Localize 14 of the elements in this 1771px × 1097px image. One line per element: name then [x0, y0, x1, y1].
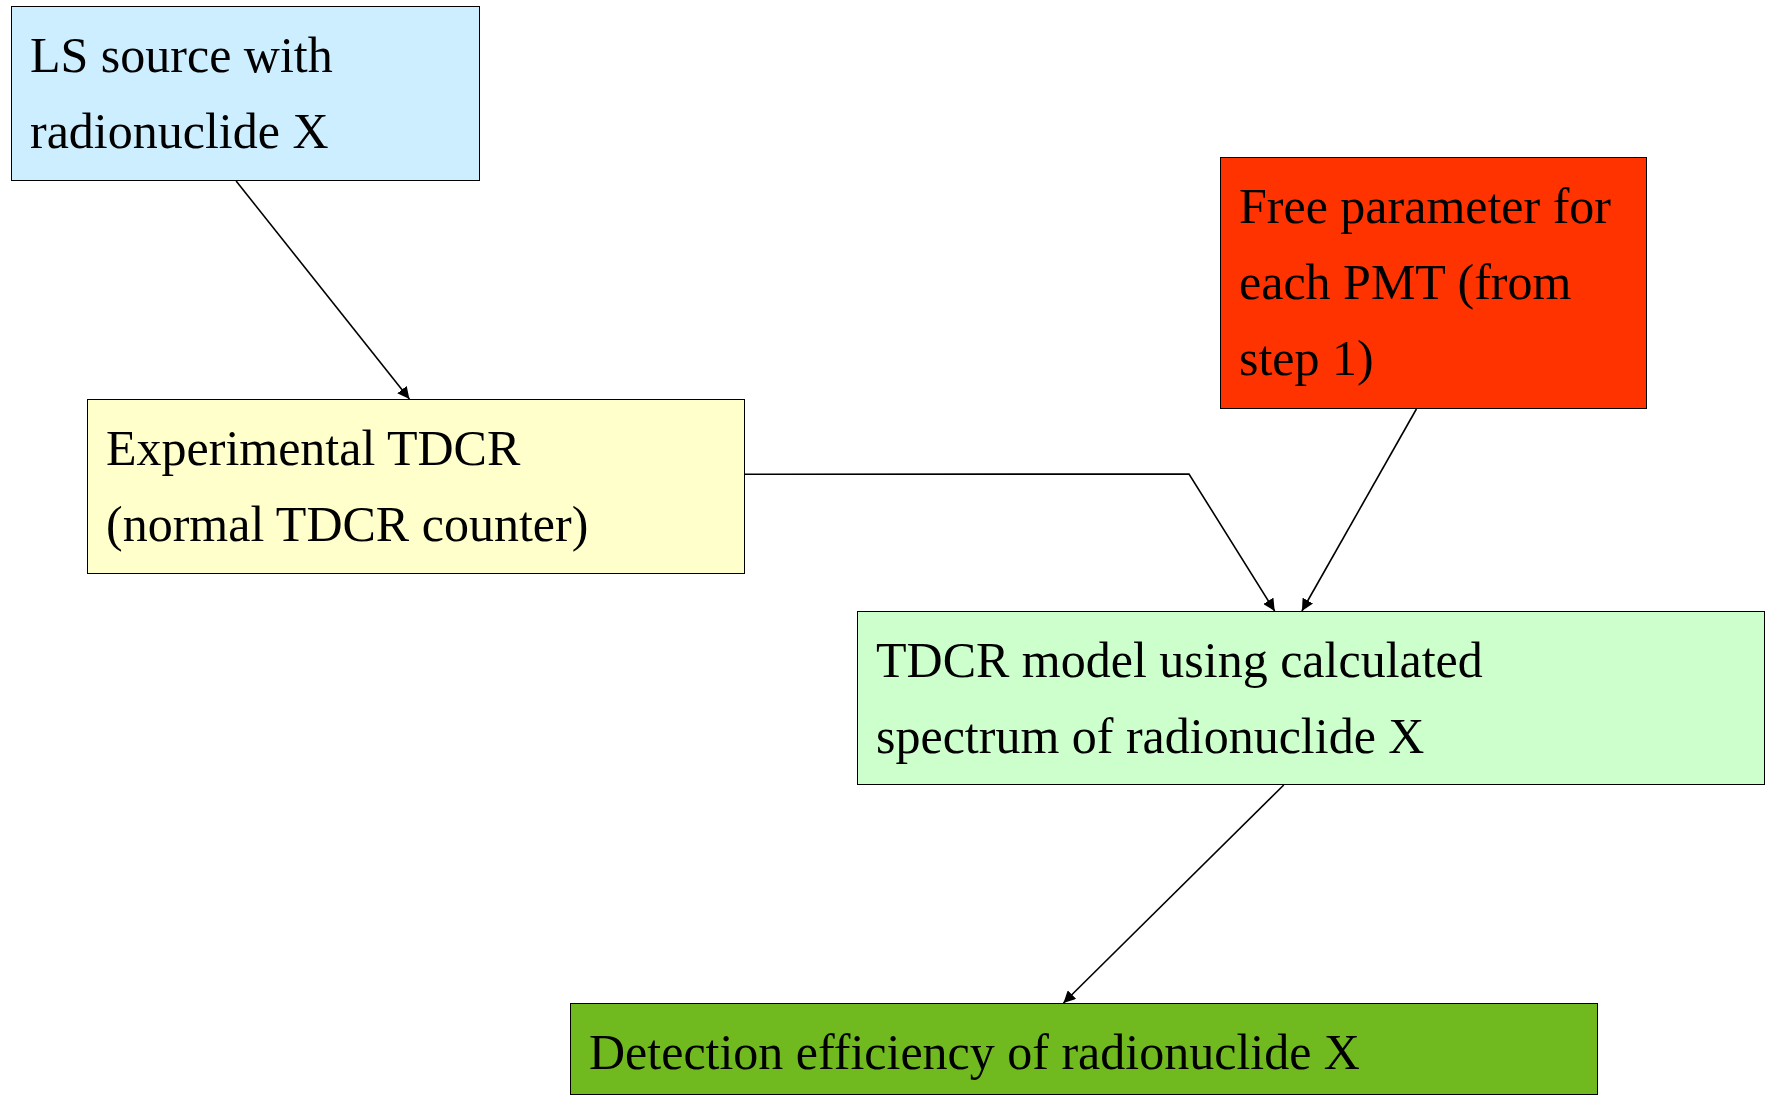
process-box [570, 1003, 1598, 1095]
box-label: TDCR model using calculated spectrum of radionuclide X [876, 631, 1484, 766]
arrow [235, 180, 411, 400]
process-box [857, 611, 1765, 785]
process-box [1220, 157, 1647, 409]
arrow [1301, 408, 1418, 612]
arrow [1062, 784, 1285, 1004]
box-label: LS source with radionuclide X [30, 26, 334, 161]
process-box [87, 399, 745, 574]
box-label: Experimental TDCR (normal TDCR counter) [106, 419, 590, 554]
box-label: Free parameter for each PMT (from step 1) [1239, 177, 1612, 388]
arrow [744, 473, 1276, 612]
process-box [11, 6, 480, 181]
box-label: Detection efficiency of radionuclide X [589, 1023, 1361, 1082]
